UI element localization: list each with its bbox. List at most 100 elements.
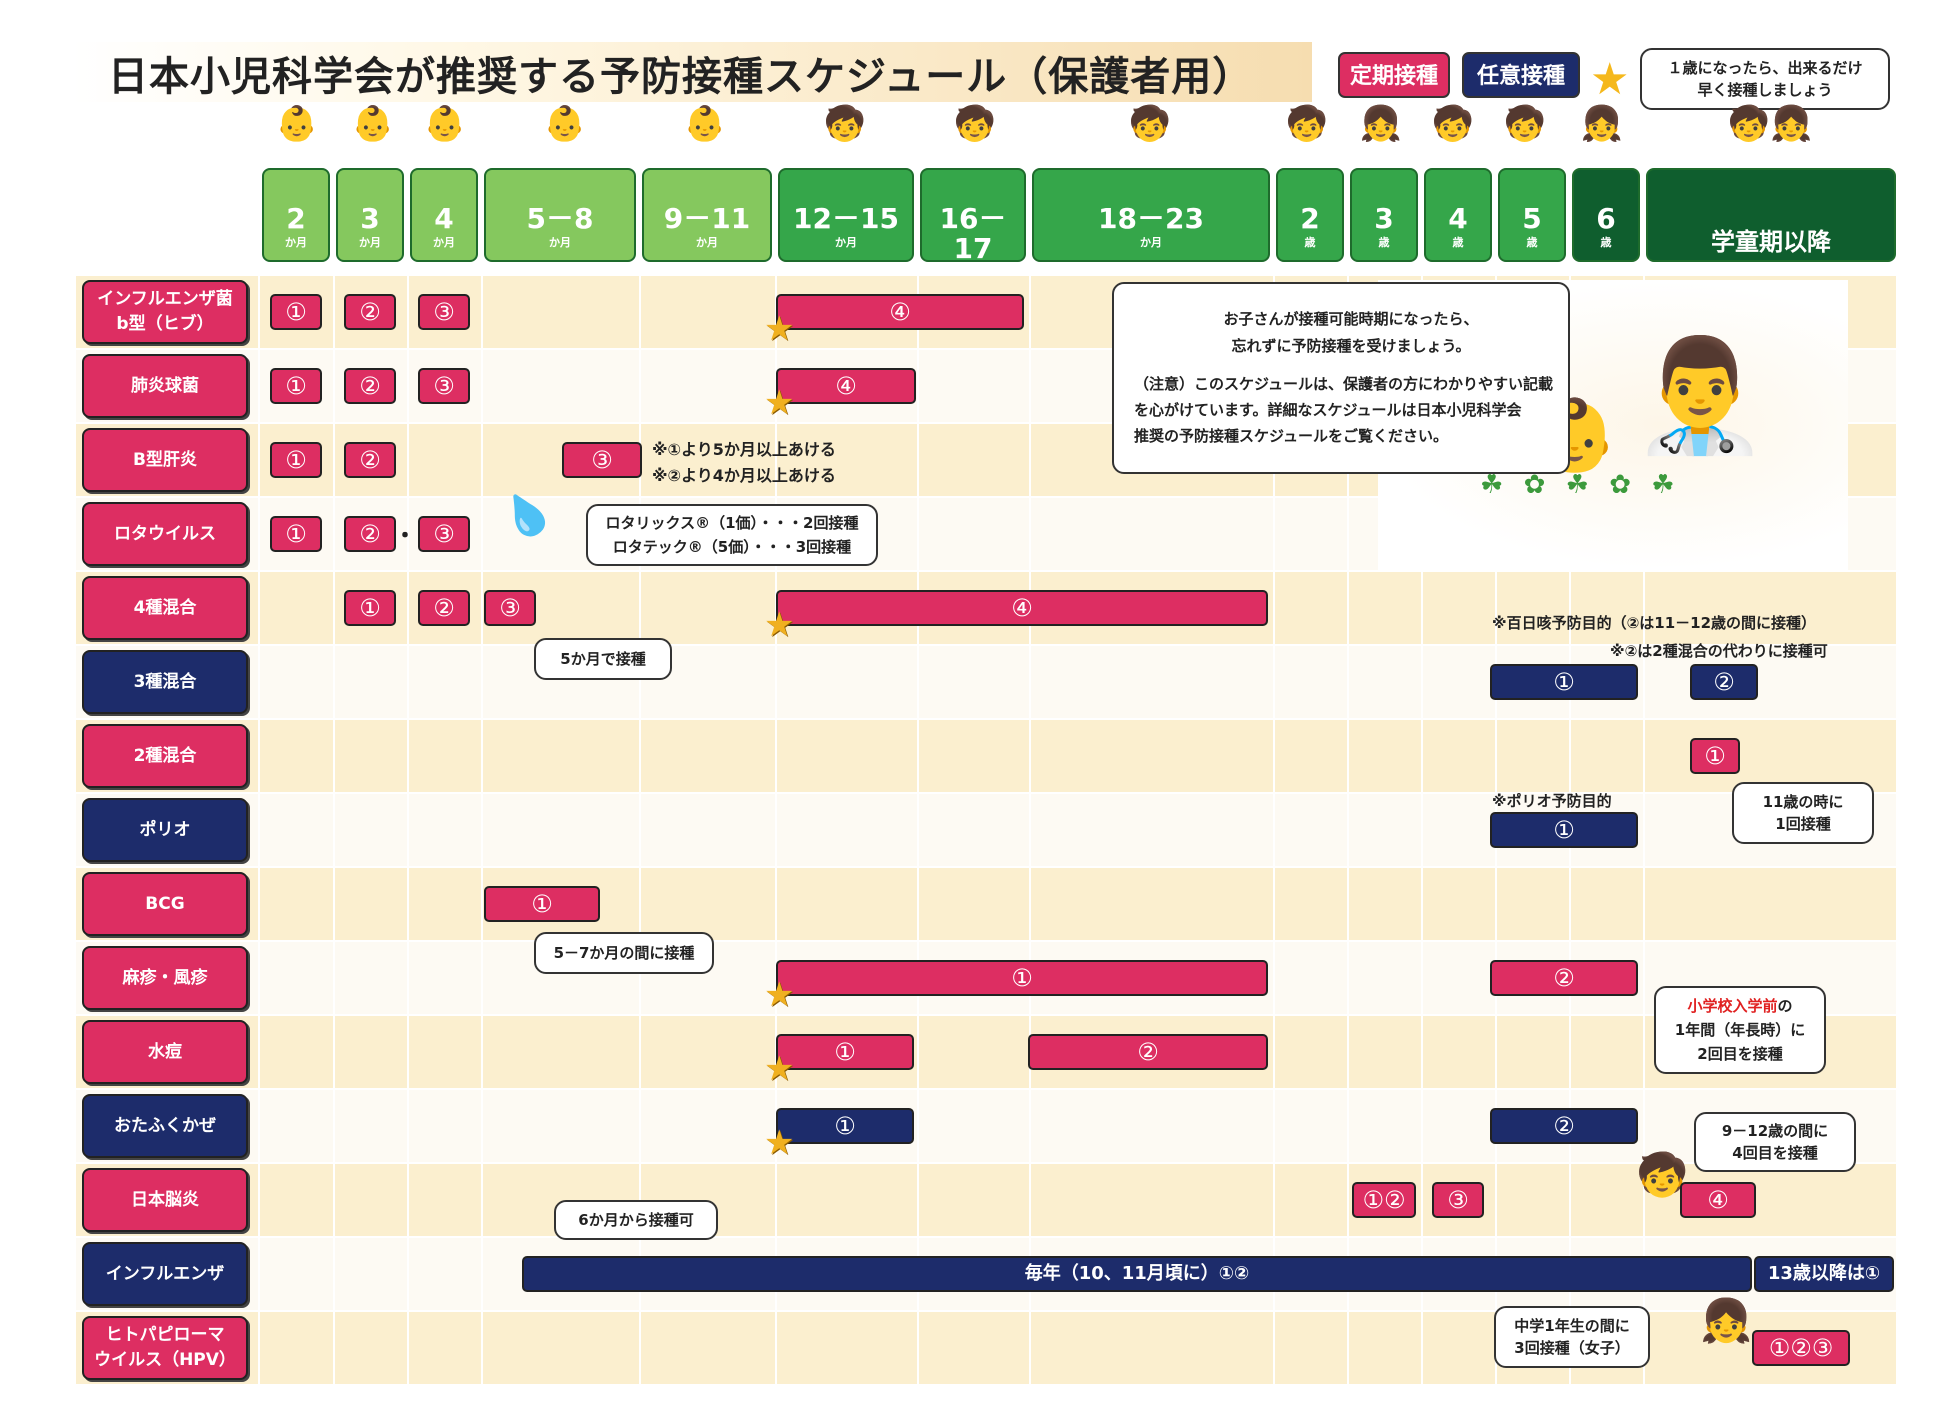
grid-line <box>1347 275 1349 1385</box>
dose-marker: ① <box>270 516 322 552</box>
row-label-dt: 2種混合 <box>82 724 248 788</box>
mr-note-no: の <box>1777 997 1793 1015</box>
row-label-measles-rubella: 麻疹・風疹 <box>82 946 248 1010</box>
dose-bar: ② <box>1490 960 1638 996</box>
dose-marker: ③ <box>484 590 536 626</box>
dose-bar: ① <box>776 1108 914 1144</box>
dose-bar: ① <box>1490 664 1638 700</box>
baby-figure-icon: 👶 <box>423 104 467 144</box>
row-label-influenza: インフルエンザ <box>82 1242 248 1306</box>
dose-marker: ①② <box>1352 1182 1416 1218</box>
baby-figure-icon: 👶 <box>275 104 319 144</box>
hpv-bubble: 中学1年生の間に 3回接種（女子） <box>1494 1306 1650 1368</box>
doctor-msg-4: を心がけています。詳細なスケジュールは日本小児科学会 <box>1134 401 1522 420</box>
star-icon: ★ <box>764 383 795 423</box>
grid-line <box>1643 275 1645 1385</box>
dpt-5m-bubble: 5か月で接種 <box>534 638 672 680</box>
star-icon: ★ <box>764 605 795 645</box>
je-note-1: 9－12歳の間に <box>1721 1121 1829 1140</box>
row-label-pneumococcus: 肺炎球菌 <box>82 354 248 418</box>
row-stripe <box>76 1164 1896 1236</box>
rota-note-2: ロタテック®（5価）・・・3回接種 <box>612 538 852 556</box>
dose-bar: ① <box>776 1034 914 1070</box>
grid-line <box>1421 275 1423 1385</box>
star-note-line2: 早く接種しましょう <box>1697 81 1833 99</box>
grid-line <box>917 275 919 1385</box>
star-note-line1: １歳になったら、出来るだけ <box>1667 58 1863 77</box>
toddler-figure-icon: 🧒 <box>953 104 997 144</box>
star-icon: ★ <box>764 1049 795 1089</box>
doctor-icon: 👨‍⚕️ <box>1631 331 1769 459</box>
doctor-speech-bubble: お子さんが接種可能時期になったら、 忘れずに予防接種を受けましょう。 （注意）こ… <box>1112 282 1570 474</box>
row-label-hpv: ヒトパピローマウイルス（HPV） <box>82 1316 248 1380</box>
bcg-bubble: 5－7か月の間に接種 <box>534 932 714 974</box>
baby-figure-icon: 👶 <box>683 104 727 144</box>
dose-marker: ① <box>344 590 396 626</box>
star-legend-note: １歳になったら、出来るだけ 早く接種しましょう <box>1640 48 1890 110</box>
doctor-msg-5: 推奨の予防接種スケジュールをご覧ください。 <box>1134 427 1448 446</box>
dose-marker: ①②③ <box>1752 1330 1850 1366</box>
child-figure-icon: 🧒 <box>1285 104 1329 144</box>
dose-bar: ① <box>1490 812 1638 848</box>
hepb-note-2: ※②より4か月以上あける <box>652 466 836 485</box>
grid-line <box>407 275 409 1385</box>
grid-line <box>1029 275 1031 1385</box>
row-stripe <box>76 1016 1896 1088</box>
legend-voluntary: 任意接種 <box>1462 52 1580 98</box>
dt-11-bubble: 11歳の時に 1回接種 <box>1732 782 1874 844</box>
dose-marker: ② <box>344 368 396 404</box>
dose-bar: ④ <box>776 590 1268 626</box>
row-label-rotavirus: ロタウイルス <box>82 502 248 566</box>
grid-line <box>639 275 641 1385</box>
dose-bar: ① <box>484 886 600 922</box>
dt-alt-note: ※②は2種混合の代わりに接種可 <box>1610 642 1828 660</box>
hpv-note-1: 中学1年生の間に <box>1514 1316 1630 1335</box>
girl-figure-icon: 👧 <box>1700 1296 1753 1345</box>
mr-note-red: 小学校入学前 <box>1687 997 1778 1015</box>
row-label-varicella: 水痘 <box>82 1020 248 1084</box>
row-label-polio: ポリオ <box>82 798 248 862</box>
mr-note-3: 2回目を接種 <box>1697 1045 1783 1063</box>
toddler-figure-icon: 🧒 <box>823 104 867 144</box>
child-figure-icon: 👧 <box>1359 104 1403 144</box>
clover-decoration-icon: ☘ ✿ ☘ ✿ ☘ <box>1480 470 1681 500</box>
row-label-dpt-ipv: 4種混合 <box>82 576 248 640</box>
dose-marker: ① <box>270 368 322 404</box>
dose-marker: ③ <box>418 368 470 404</box>
grid-line <box>775 275 777 1385</box>
doctor-msg-2: 忘れずに予防接種を受けましょう。 <box>1231 336 1471 355</box>
dose-marker: ③ <box>418 516 470 552</box>
row-label-bcg: BCG <box>82 872 248 936</box>
dose-bar: ④ <box>776 294 1024 330</box>
row-stripe <box>76 868 1896 940</box>
row-stripe <box>76 720 1896 792</box>
star-icon: ★ <box>764 975 795 1015</box>
child-figure-icon: 👧 <box>1580 104 1624 144</box>
dose-marker: ② <box>344 516 396 552</box>
flu-6m-bubble: 6か月から接種可 <box>554 1200 718 1240</box>
legend-routine: 定期接種 <box>1338 52 1450 98</box>
grid-line <box>481 275 483 1385</box>
dose-marker: ③ <box>1432 1182 1484 1218</box>
grid-line <box>1273 275 1275 1385</box>
row-label-dpt: 3種混合 <box>82 650 248 714</box>
grid-line <box>258 275 260 1385</box>
page-title: 日本小児科学会が推奨する予防接種スケジュール（保護者用） <box>108 54 1254 100</box>
mr-note-2: 1年間（年長時）に <box>1674 1021 1806 1039</box>
mr-bubble: 小学校入学前の 1年間（年長時）に 2回目を接種 <box>1654 986 1826 1074</box>
dose-marker: ③ <box>418 294 470 330</box>
child-figure-icon: 🧒 <box>1503 104 1547 144</box>
row-label-japanese-encephalitis: 日本脳炎 <box>82 1168 248 1232</box>
grid-line <box>333 275 335 1385</box>
